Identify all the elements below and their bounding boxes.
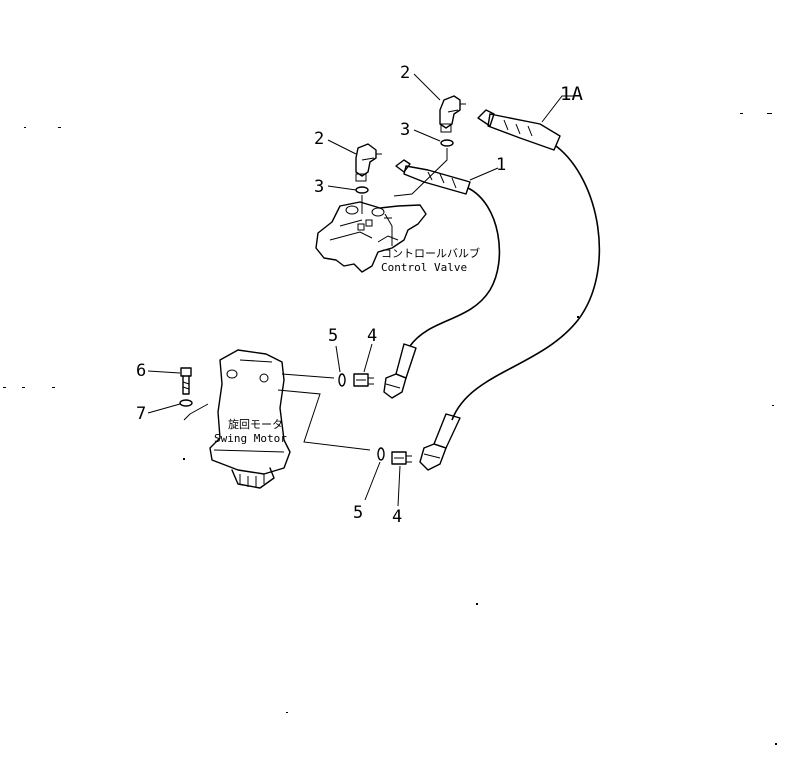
washer [179, 399, 193, 407]
swing-motor-label-jp: 旋回モータ [228, 417, 283, 431]
elbow-fitting-top [439, 95, 466, 133]
callout-7: 7 [136, 404, 146, 424]
callout-1: 1 [496, 155, 506, 175]
leader-lines [147, 73, 576, 507]
callout-4-lower: 4 [392, 507, 402, 527]
callout-5-upper: 5 [328, 326, 338, 346]
bolt [180, 367, 192, 395]
union-upper [353, 373, 374, 387]
union-lower [391, 451, 412, 465]
callout-2-top: 2 [400, 63, 410, 83]
callouts: 1A 1 2 2 3 3 5 4 5 4 6 7 [136, 63, 583, 527]
callout-1a: 1A [560, 83, 583, 105]
o-ring-union-lower [377, 447, 385, 461]
swing-motor-label-en: Swing Motor [214, 432, 287, 445]
callout-6: 6 [136, 361, 146, 381]
callout-4-upper: 4 [367, 326, 377, 346]
control-valve-label-jp: コントロールバルブ [381, 246, 480, 260]
scan-specks [3, 113, 777, 745]
hose-1 [383, 159, 501, 399]
swing-motor-label: 旋回モータ Swing Motor [214, 417, 287, 445]
callout-5-lower: 5 [353, 503, 363, 523]
control-valve [315, 201, 427, 273]
o-ring-left [355, 186, 369, 194]
o-ring-top [440, 139, 454, 147]
elbow-fitting-left [355, 143, 382, 182]
control-valve-label-en: Control Valve [381, 261, 467, 274]
callout-2-left: 2 [314, 129, 324, 149]
swing-motor [209, 349, 291, 489]
hose-1a [419, 109, 601, 471]
callout-3-left: 3 [314, 177, 324, 197]
callout-3-top: 3 [400, 120, 410, 140]
control-valve-label: コントロールバルブ Control Valve [381, 246, 480, 274]
o-ring-union-upper [338, 373, 346, 387]
